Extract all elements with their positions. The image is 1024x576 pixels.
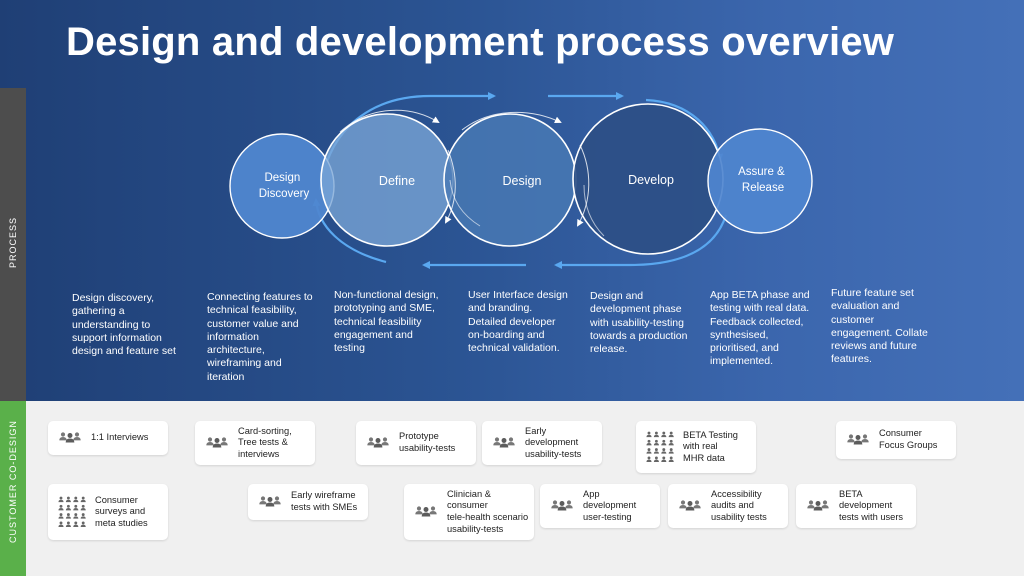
activity-card-beta-testing: BETA Testing with real MHR data (636, 421, 756, 473)
back-arrow-1 (554, 214, 728, 269)
activity-label: Consumer surveys and meta studies (95, 494, 148, 528)
activity-card-telehealth-tests: Clinician & consumer tele-health scenari… (404, 484, 534, 540)
group-icon (413, 504, 439, 520)
activity-label: App development user-testing (583, 488, 637, 522)
crowd-icon (645, 430, 675, 464)
inner-arc-define-top (339, 109, 440, 133)
inner-arc-design-left (449, 179, 481, 227)
group-icon (805, 498, 831, 514)
stage-description-beta: App BETA phase and testing with real dat… (710, 289, 810, 368)
activity-card-interviews: 1:1 Interviews (48, 421, 168, 455)
stage-label-define: Define (379, 174, 415, 188)
activity-label: Accessibility audits and usability tests (711, 488, 767, 522)
stage-description-define: Connecting features to technical feasibi… (207, 291, 313, 383)
crowd-icon (57, 495, 87, 529)
activity-label: Clinician & consumer tele-health scenari… (447, 488, 529, 534)
codesign-label: CUSTOMER CO-DESIGN (8, 420, 18, 543)
activity-label: Early wireframe tests with SMEs (291, 490, 358, 512)
group-icon (491, 435, 517, 451)
page-title: Design and development process overview (66, 20, 895, 64)
group-icon (677, 498, 703, 514)
activity-card-focus-groups: Consumer Focus Groups (836, 421, 956, 459)
process-sidebar: PROCESS (0, 88, 26, 401)
group-icon (549, 498, 575, 514)
process-flow-diagram: Design Discovery Define Design Develop A… (229, 92, 813, 269)
inner-arc-define-right (445, 149, 456, 224)
stage-circle-design-discovery (229, 133, 335, 239)
activity-card-app-user-testing: App development user-testing (540, 484, 660, 528)
activity-card-accessibility: Accessibility audits and usability tests (668, 484, 788, 528)
stage-circle-assure-release (707, 128, 813, 234)
activity-label: Prototype usability-tests (399, 431, 456, 453)
activity-card-early-dev-tests: Early development usability-tests (482, 421, 602, 465)
activity-card-surveys: Consumer surveys and meta studies (48, 484, 168, 540)
activity-label: 1:1 Interviews (91, 432, 149, 443)
stage-description-future: Future feature set evaluation and custom… (831, 287, 928, 366)
activity-card-wireframe-tests: Early wireframe tests with SMEs (248, 484, 368, 520)
stage-label-design-discovery: Design Discovery (259, 172, 310, 200)
inner-arc-design-right (577, 144, 590, 227)
inner-arc-develop-left (583, 184, 605, 237)
stage-description-discovery: Design discovery, gathering a understand… (72, 292, 176, 358)
group-icon (257, 494, 283, 510)
inner-arc-design-top (461, 111, 562, 131)
activity-label: BETA development tests with users (839, 488, 904, 522)
stage-label-assure-release: Assure & Release (738, 166, 788, 194)
stage-description-prototype: Non-functional design, prototyping and S… (334, 289, 439, 355)
activity-label: BETA Testing with real MHR data (683, 429, 738, 463)
activity-card-beta-dev-tests: BETA development tests with users (796, 484, 916, 528)
stage-description-develop: Design and development phase with usabil… (590, 290, 688, 356)
group-icon (845, 432, 871, 448)
stage-label-develop: Develop (628, 173, 674, 187)
activity-label: Early development usability-tests (525, 425, 582, 459)
activity-card-prototype-tests: Prototype usability-tests (356, 421, 476, 465)
group-icon (365, 435, 391, 451)
activity-label: Card-sorting, Tree tests & interviews (238, 425, 292, 459)
group-icon (204, 435, 230, 451)
stage-description-design: User Interface design and branding. Deta… (468, 289, 568, 355)
activity-card-card-sorting: Card-sorting, Tree tests & interviews (195, 421, 315, 465)
stage-label-design: Design (503, 174, 542, 188)
codesign-sidebar: CUSTOMER CO-DESIGN (0, 401, 26, 576)
group-icon (57, 430, 83, 446)
activity-label: Consumer Focus Groups (879, 428, 938, 450)
